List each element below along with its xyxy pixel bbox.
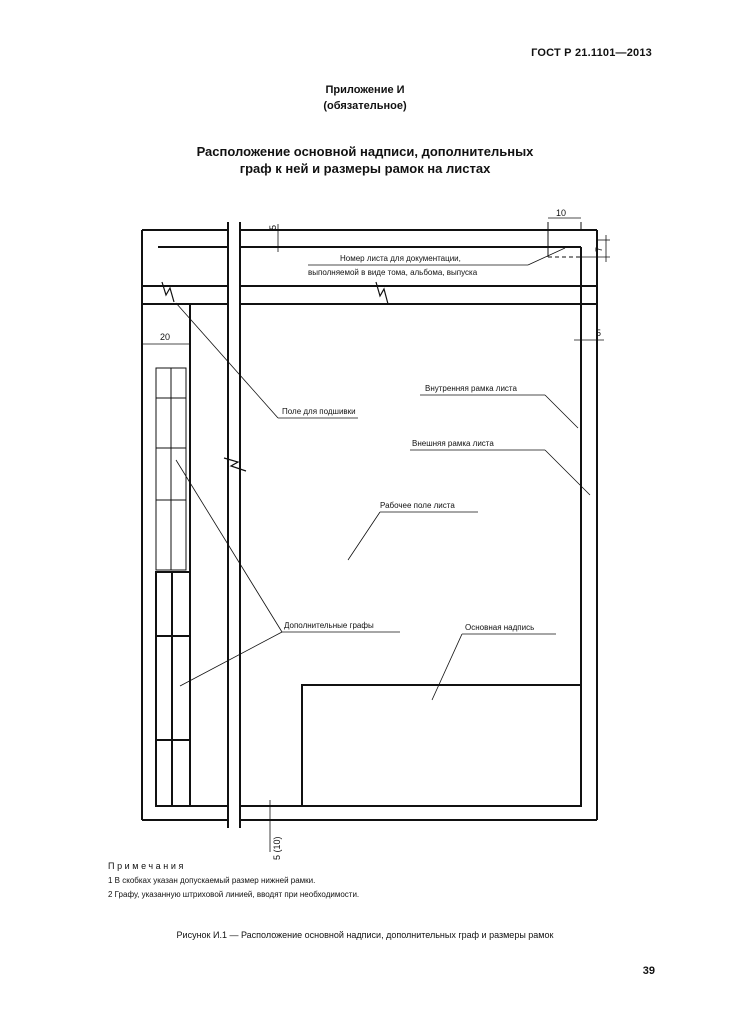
note-item-2: 2 Графу, указанную штриховой линией, вво…	[108, 890, 360, 899]
dimension-bottom-margin: 5 (10)	[272, 836, 282, 860]
label-work-field: Рабочее поле листа	[380, 501, 455, 510]
document-standard-header: ГОСТ Р 21.1101—2013	[531, 47, 652, 59]
break-mark-top	[375, 281, 389, 305]
section-title-line2: граф к ней и размеры рамок на листах	[239, 161, 491, 176]
section-title-line1: Расположение основной надписи, дополните…	[196, 144, 534, 159]
label-inner-frame: Внутренняя рамка листа	[425, 384, 517, 393]
dimension-top-margin: 5	[268, 225, 278, 230]
break-mark-vertical	[223, 457, 247, 472]
label-sheet-number-line1: Номер листа для документации,	[340, 254, 461, 263]
dimension-right-margin: 5	[596, 328, 601, 338]
label-binding-field: Поле для подшивки	[282, 407, 356, 416]
notes-heading: Примечания	[108, 861, 186, 871]
section-title: Расположение основной надписи, дополните…	[0, 143, 730, 177]
label-outer-frame: Внешняя рамка листа	[412, 439, 494, 448]
label-title-block: Основная надпись	[465, 623, 534, 632]
note-item-1: 1 В скобках указан допускаемый размер ни…	[108, 876, 316, 885]
dimension-sheet-number-width: 10	[556, 208, 566, 218]
dimension-sheet-number-height: 7	[594, 247, 604, 252]
appendix-subtitle: (обязательное)	[323, 100, 407, 112]
title-block-rect	[301, 684, 582, 807]
figure-caption: Рисунок И.1 — Расположение основной надп…	[176, 930, 554, 940]
appendix-title: Приложение И	[325, 84, 405, 96]
label-sheet-number-line2: выполняемой в виде тома, альбома, выпуск…	[308, 268, 478, 277]
appendix-heading: Приложение И (обязательное)	[0, 82, 730, 114]
break-mark-left	[161, 281, 175, 303]
label-additional-columns: Дополнительные графы	[284, 621, 374, 630]
page-number: 39	[642, 965, 655, 977]
dimension-left-margin: 20	[160, 332, 170, 342]
